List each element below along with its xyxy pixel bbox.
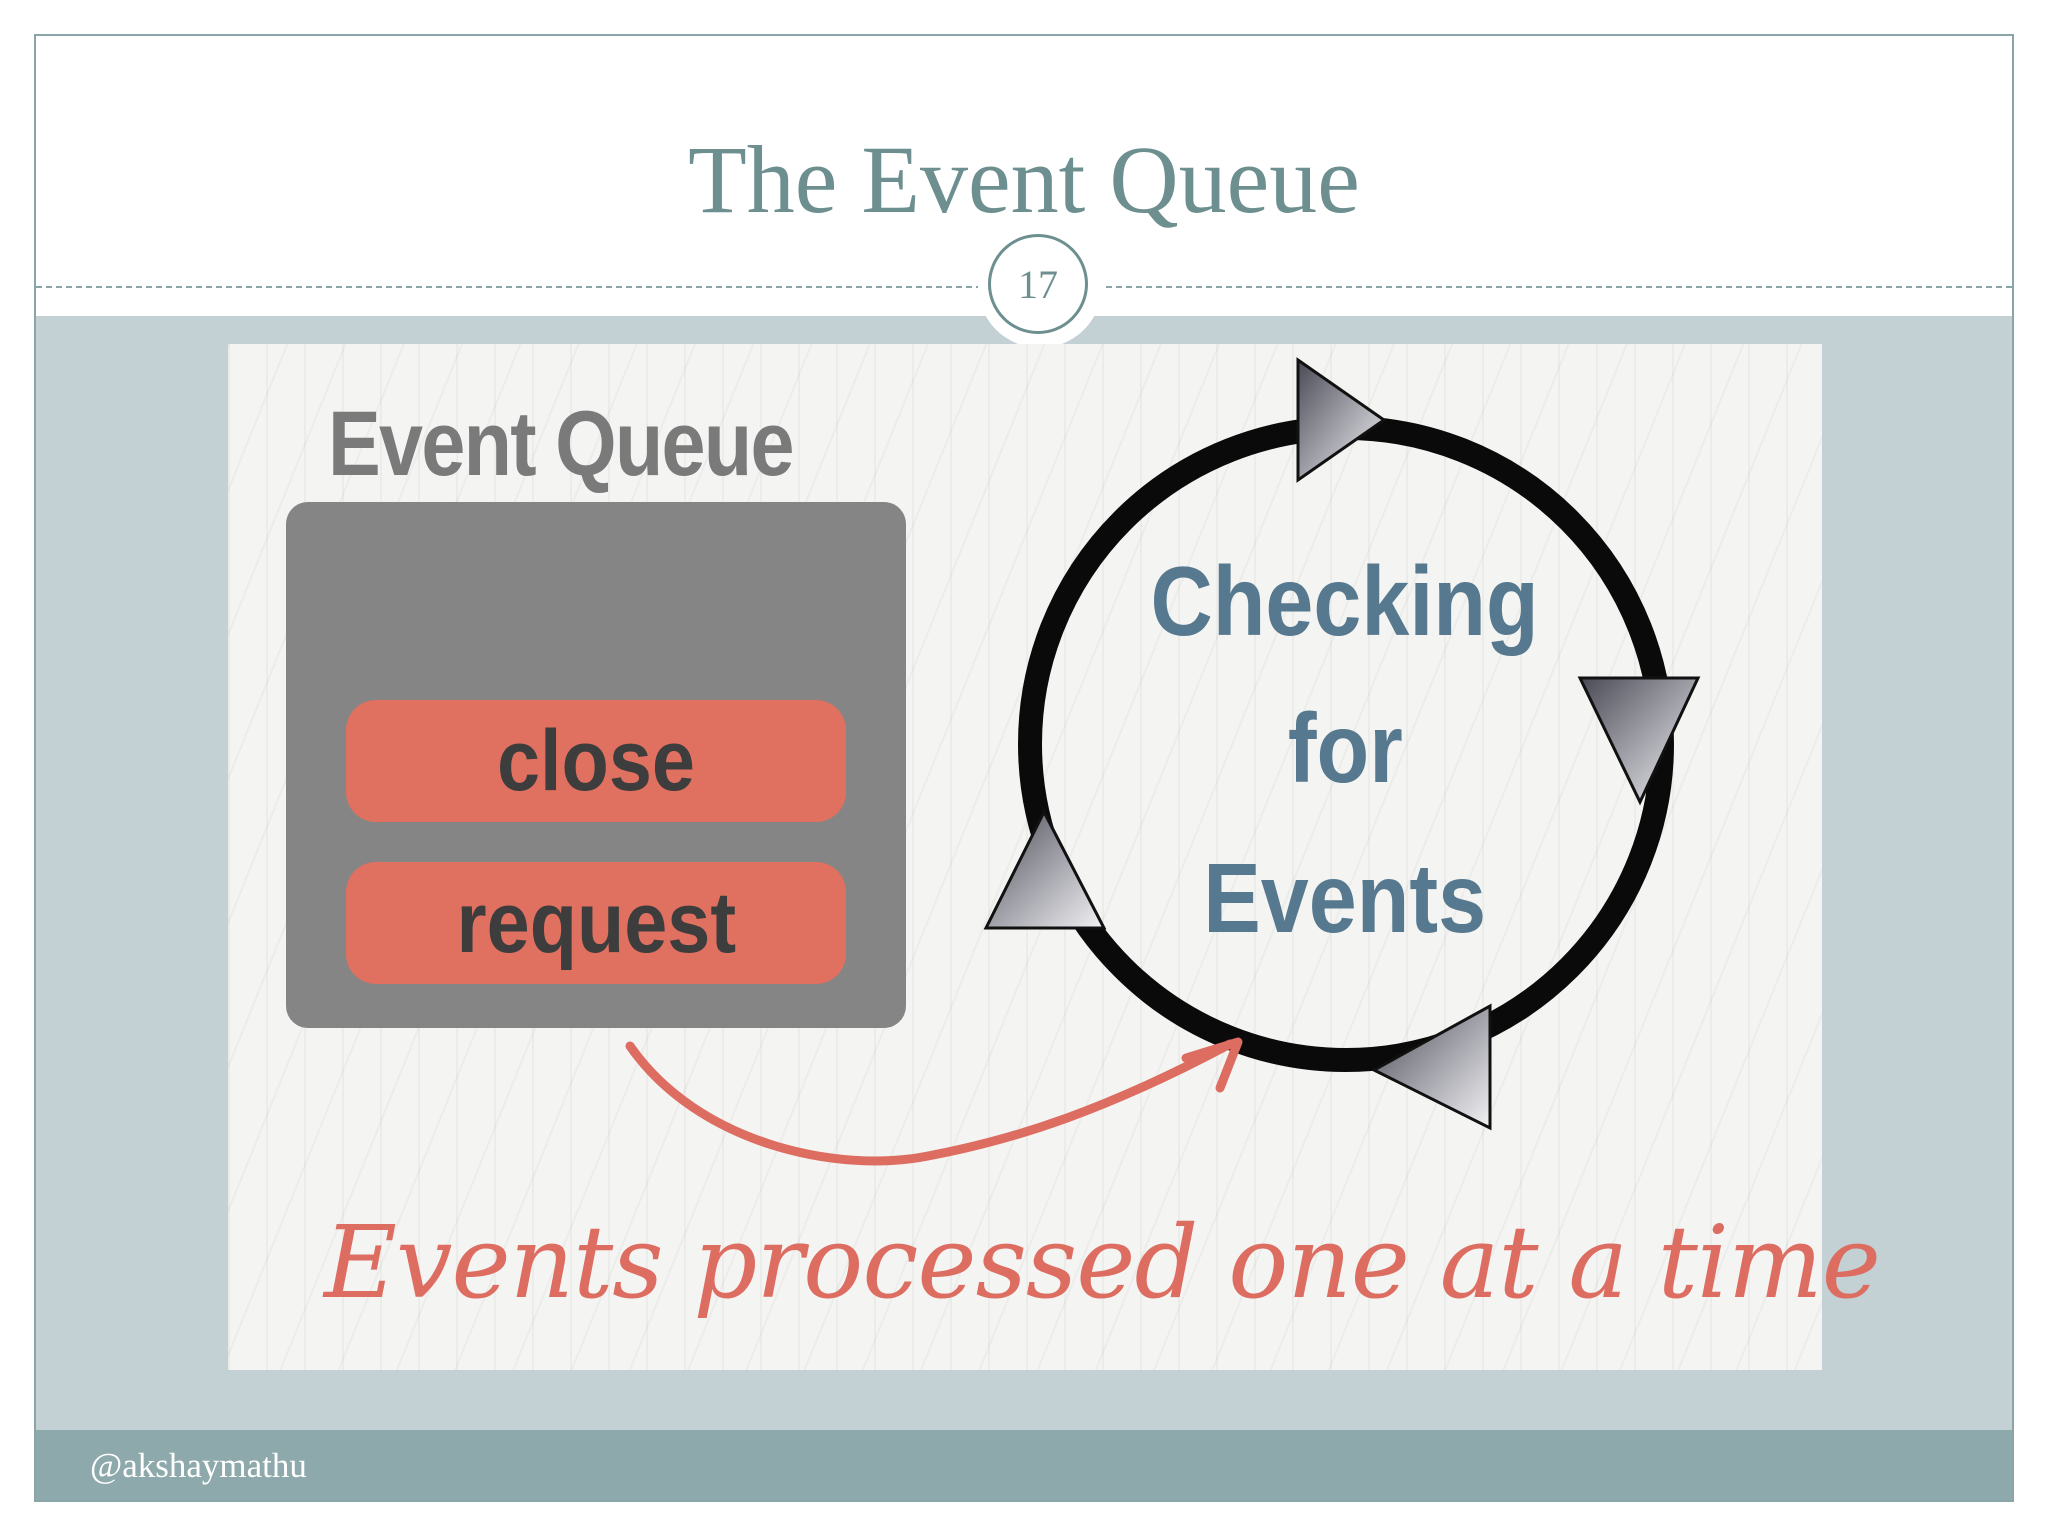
dispatch-arrow-head-icon <box>1181 1037 1243 1093</box>
slide: The Event Queue 17 Event Queue <box>34 34 2014 1502</box>
event-item-label: request <box>456 874 736 971</box>
event-queue-box: close request <box>286 502 906 1028</box>
queue-label: Event Queue <box>328 393 794 495</box>
loop-label-text: for <box>1287 693 1403 803</box>
footer-bar: @akshaymathu <box>36 1430 2012 1500</box>
event-item-request: request <box>346 862 846 984</box>
page-number-badge: 17 <box>978 224 1102 348</box>
event-item-label: close <box>497 712 695 809</box>
page-number: 17 <box>1018 261 1058 307</box>
loop-label-line-3: Events <box>1100 849 1590 947</box>
loop-arrow-right-icon <box>1577 676 1701 806</box>
loop-label-line-2: for <box>1100 699 1590 797</box>
loop-arrow-bottom-icon <box>1370 1003 1492 1131</box>
loop-label-line-1: Checking <box>1100 552 1590 650</box>
diagram-caption: Events processed one at a time <box>324 1204 1881 1321</box>
loop-arrow-left-icon <box>983 808 1107 930</box>
footer-handle: @akshaymathu <box>90 1446 307 1485</box>
page-number-ring: 17 <box>988 234 1088 334</box>
dispatch-arrow-curve <box>625 1039 1235 1166</box>
event-queue-diagram: Event Queue close request Checking for E… <box>228 344 1881 1370</box>
loop-arrow-top-icon <box>1296 357 1387 483</box>
event-item-close: close <box>346 700 846 822</box>
slide-title: The Event Queue <box>688 126 1360 233</box>
loop-label-text: Checking <box>1150 546 1540 656</box>
loop-label-text: Events <box>1203 843 1487 953</box>
diagram-graphics <box>625 357 1701 1166</box>
